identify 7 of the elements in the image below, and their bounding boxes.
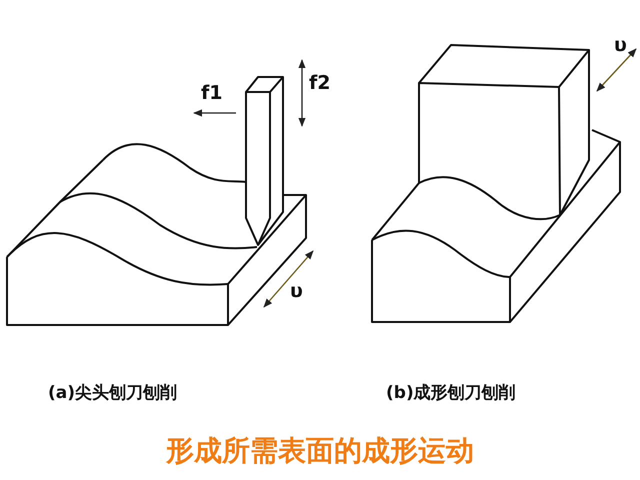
- velocity-label: υ: [290, 282, 303, 301]
- figure-label: (b)成形刨刀刨削: [386, 385, 516, 402]
- velocity-label: υ: [614, 36, 627, 55]
- force-label: f1: [201, 84, 222, 103]
- figure-label: (a)尖头刨刀刨削: [48, 385, 178, 402]
- force-label: f2: [309, 74, 330, 93]
- caption: 形成所需表面的成形运动: [164, 437, 475, 465]
